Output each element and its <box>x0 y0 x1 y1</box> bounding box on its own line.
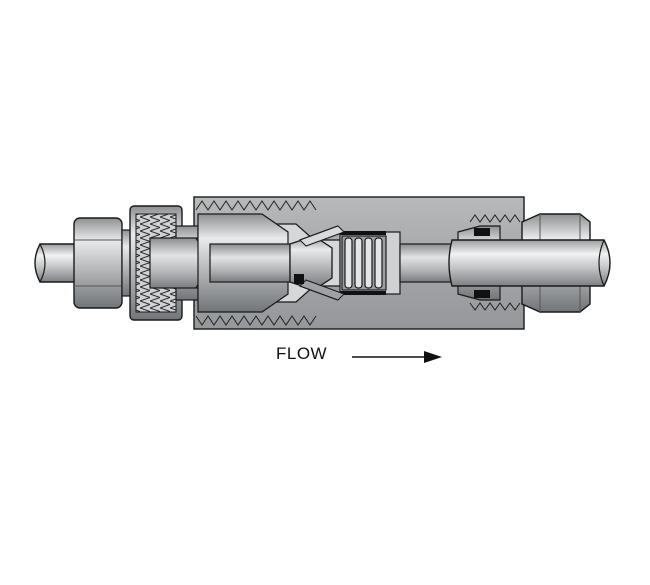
poppet <box>289 225 345 301</box>
flow-arrow <box>352 351 442 363</box>
compression-nut <box>73 217 137 309</box>
spring <box>341 235 387 291</box>
outlet-tube <box>448 239 611 287</box>
flow-label: FLOW <box>276 344 328 363</box>
inlet-connector <box>129 205 291 321</box>
